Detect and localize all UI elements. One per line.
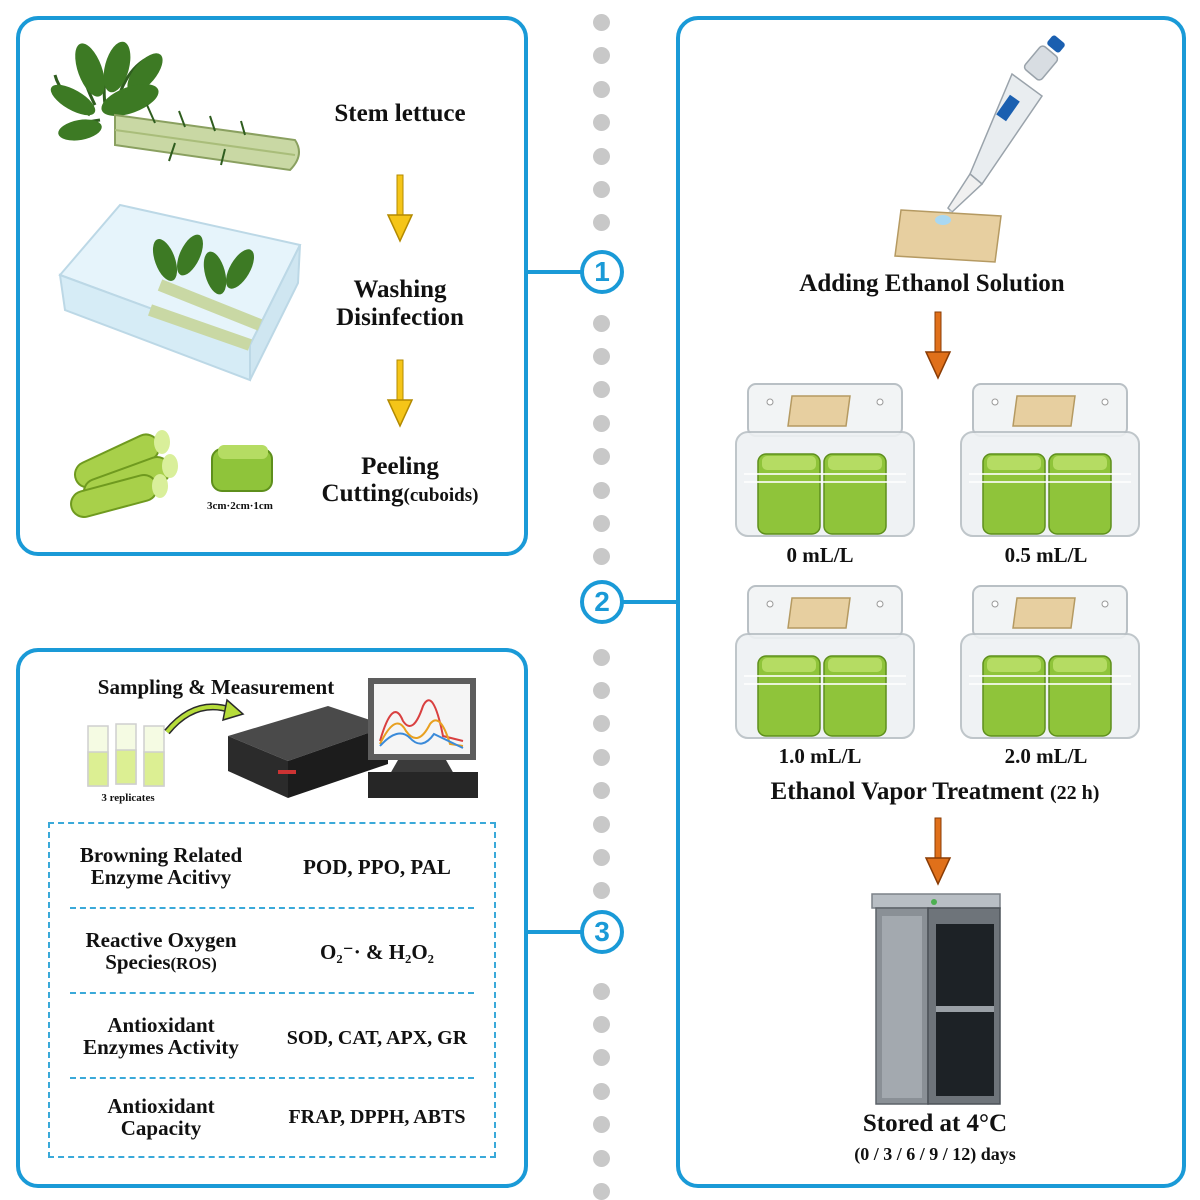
divider-dot (593, 1116, 610, 1134)
peeled-stems-image (70, 430, 178, 519)
connector-line (620, 600, 678, 604)
measurement-table (48, 822, 496, 1158)
treatment-container-image (960, 585, 1140, 739)
row-value: FRAP, DPPH, ABTS (288, 1106, 466, 1128)
row-value: O₂⁻· & H₂O₂ (320, 940, 434, 964)
row-label-line1: Antioxidant (107, 1094, 215, 1118)
divider-dot (593, 47, 610, 65)
row-value: POD, PPO, PAL (303, 855, 451, 879)
step-stem-lettuce: Stem lettuce (334, 100, 466, 127)
concentration-label: 0 mL/L (786, 543, 854, 567)
stored-label: Stored at 4°C (862, 1110, 1008, 1137)
divider-dot (593, 648, 610, 666)
divider-dot (593, 80, 610, 98)
divider-dot (593, 882, 610, 900)
divider-dot (593, 1183, 610, 1200)
adding-ethanol-label: Adding Ethanol Solution (799, 270, 1065, 297)
row-label-line2: Capacity (120, 1116, 202, 1140)
divider-dot (593, 1149, 610, 1167)
refrigerator-image (871, 893, 1001, 1105)
replicates-label: 3 replicates (101, 792, 155, 804)
row-label-line1: Browning Related (79, 843, 243, 867)
concentration-label: 2.0 mL/L (1004, 744, 1088, 768)
cuboid-size-label: 3cm·2cm·1cm (207, 500, 273, 512)
down-arrow-icon (924, 311, 952, 380)
down-arrow-icon (924, 817, 952, 886)
divider-dot (593, 114, 610, 132)
row-divider (70, 907, 474, 909)
row-label-line2: Enzyme Acitivy (90, 865, 232, 889)
divider-dot (593, 682, 610, 699)
step-cutting: Cutting(cuboids) (300, 480, 500, 508)
treatment-label: Ethanol Vapor Treatment (22 h) (690, 778, 1180, 806)
concentration-label: 0.5 mL/L (1004, 543, 1088, 567)
spectrophotometer-image (228, 678, 478, 798)
divider-dot (593, 1016, 610, 1033)
treatment-container-image (960, 383, 1140, 537)
divider-dot (593, 715, 610, 733)
treatment-time: (22 h) (1050, 782, 1100, 804)
absorbent-pad-image (894, 209, 1002, 263)
treatment-text: Ethanol Vapor Treatment (770, 778, 1044, 805)
divider-dot (593, 214, 610, 232)
divider-dot (593, 147, 610, 165)
row-divider (70, 992, 474, 994)
curved-arrow-icon (164, 698, 245, 735)
down-arrow-icon (386, 174, 414, 243)
down-arrow-icon (386, 359, 414, 428)
divider-dot (593, 1082, 610, 1100)
row-divider (70, 1077, 474, 1079)
step-disinfection: Disinfection (336, 304, 464, 331)
cuboid-icon (211, 445, 273, 492)
connector-line (528, 270, 584, 274)
divider-dot (593, 14, 610, 31)
divider-dot (593, 849, 610, 866)
cutting-label: Cutting (321, 480, 404, 507)
divider-dot (593, 815, 610, 833)
row-label-line1: Reactive Oxygen (85, 928, 237, 952)
ros-label: (ROS) (170, 954, 217, 973)
step-washing: Washing (353, 276, 447, 303)
step-number-2: 2 (580, 580, 624, 624)
row-label-line2: Enzymes Activity (83, 1035, 239, 1059)
row-value: SOD, CAT, APX, GR (286, 1027, 468, 1049)
divider-dot (593, 748, 610, 766)
treatment-container-image (735, 585, 915, 739)
step-number-1: 1 (580, 250, 624, 294)
storage-days-label: (0 / 3 / 6 / 9 / 12) days (854, 1144, 1016, 1164)
divider-dot (593, 782, 610, 800)
connector-line (528, 930, 584, 934)
divider-dot (593, 1049, 610, 1067)
sampling-title: Sampling & Measurement (97, 675, 335, 699)
pipette-icon (938, 35, 1065, 226)
cuboids-label: (cuboids) (403, 485, 479, 506)
divider-dot (593, 548, 610, 566)
step-number-3: 3 (580, 910, 624, 954)
divider-dot (593, 314, 610, 332)
row-label-line1: Antioxidant (107, 1013, 215, 1037)
divider-dot (593, 414, 610, 432)
divider-dot (593, 515, 610, 532)
concentration-label: 1.0 mL/L (778, 744, 862, 768)
divider-dot (593, 381, 610, 399)
step-peeling: Peeling (361, 453, 439, 480)
species-label: Species (105, 950, 171, 974)
washing-box-image (58, 203, 302, 382)
divider-dot (593, 982, 610, 1000)
divider-dot (593, 481, 610, 499)
treatment-container-image (735, 383, 915, 537)
divider-dot (593, 448, 610, 466)
divider-dot (593, 348, 610, 365)
divider-dot (593, 181, 610, 198)
stem-lettuce-image (50, 41, 300, 172)
row-label-line2: Species(ROS) (50, 950, 272, 974)
cuvettes-image (87, 723, 165, 787)
